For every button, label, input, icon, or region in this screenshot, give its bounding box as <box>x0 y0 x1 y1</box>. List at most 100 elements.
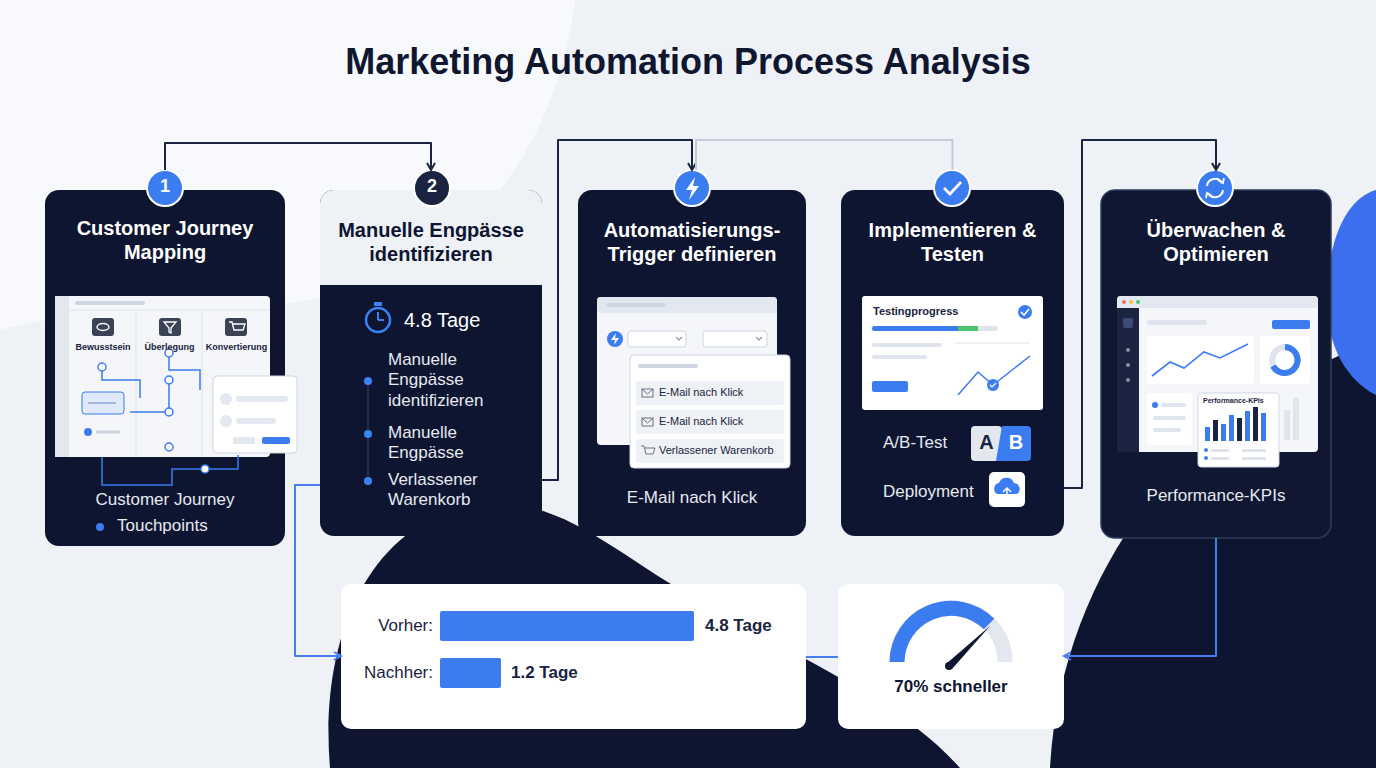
mockup-label: Performance-KPIs <box>1203 397 1275 405</box>
mockup-label: B <box>1001 430 1031 454</box>
card-title: Customer Journey Mapping <box>65 216 265 264</box>
drawing-part <box>872 381 908 392</box>
drawing-part <box>92 318 114 336</box>
drawing-part <box>220 393 232 405</box>
drawing-part <box>642 389 653 397</box>
drawing-part <box>1237 418 1242 441</box>
drawing-part <box>641 446 655 454</box>
drawing-part <box>1284 410 1290 440</box>
mockup-label: Verlassener Warenkorb <box>659 444 783 457</box>
card-title: Implementieren & Testen <box>851 218 1054 266</box>
drawing-part <box>1152 344 1248 376</box>
drawing-part <box>862 296 1043 410</box>
drawing-part <box>676 337 682 340</box>
mockup-label: Überlegung <box>137 342 202 353</box>
flow-connector <box>1064 140 1216 488</box>
drawing-part <box>636 381 784 405</box>
drawing-part <box>378 319 384 321</box>
drawing-part <box>165 443 173 451</box>
step-badge <box>674 170 710 206</box>
drawing-part <box>233 437 255 444</box>
drawing-part <box>1136 300 1140 304</box>
drawing-part <box>628 331 686 347</box>
drawing-part <box>996 426 1031 461</box>
drawing-part <box>165 376 173 384</box>
drawing-part <box>1152 402 1158 408</box>
drawing-part <box>1153 428 1181 432</box>
drawing-part <box>1126 348 1130 352</box>
mockup-label: Konvertierung <box>203 342 270 353</box>
drawing-part <box>82 392 124 414</box>
card-text: Vorher: <box>349 616 433 636</box>
card-bg <box>578 190 806 536</box>
step-badge <box>414 170 450 206</box>
drawing-part <box>1198 393 1279 467</box>
card-text: 1.2 Tage <box>511 663 611 683</box>
step-badge <box>934 170 970 206</box>
drawing-part <box>989 472 1025 507</box>
drawing-part <box>611 333 619 345</box>
drawing-part <box>642 389 653 394</box>
drawing-part <box>96 523 104 531</box>
flow-connector <box>806 656 838 658</box>
after-bar <box>440 658 501 688</box>
drawing-part <box>84 428 92 436</box>
drawing-part <box>1245 411 1250 441</box>
card-bg <box>45 190 285 546</box>
process-card: Manuelle Engpässe identifizieren 4.8 Tage… <box>320 170 542 536</box>
drawing-part <box>958 326 978 331</box>
drawing-part <box>364 430 372 438</box>
drawing-part <box>872 326 998 331</box>
drawing-part <box>638 364 698 368</box>
card-text: Nachher: <box>341 663 433 683</box>
flow-connector <box>165 143 431 170</box>
result-panel: 70% schneller <box>838 584 1064 729</box>
card-text: E-Mail nach Klick <box>578 488 806 508</box>
gauge-pivot <box>945 662 953 670</box>
drawing-part <box>1126 378 1130 382</box>
mockup-label: Bewusstsein <box>70 342 136 353</box>
drawing-part <box>607 331 623 347</box>
drawing-part <box>1272 320 1310 329</box>
mockup-label: Testingprogress <box>873 305 1013 318</box>
drawing-part <box>201 465 209 473</box>
card-bg <box>1101 190 1331 538</box>
drawing-part <box>75 301 145 305</box>
drawing-part <box>364 377 372 385</box>
drawing-part <box>1117 296 1318 308</box>
card-title: Manuelle Engpässe identifizieren <box>331 218 531 266</box>
drawing-part <box>1211 457 1229 460</box>
drawing-part <box>597 297 777 313</box>
card-text: 70% schneller <box>891 677 1011 697</box>
drawing-part <box>165 408 173 416</box>
card-text: Manuelle Engpässe <box>388 423 518 464</box>
gauge-fill <box>897 608 989 662</box>
result-panel: Vorher:4.8 TageNachher:1.2 Tage <box>341 584 806 729</box>
step-badge <box>147 170 183 206</box>
drawing-part <box>69 310 270 311</box>
before-bar <box>440 611 694 641</box>
drawing-part <box>364 477 372 485</box>
drawing-part <box>1161 403 1186 407</box>
drawing-part <box>636 439 784 463</box>
card-text: 4.8 Tage <box>404 308 534 332</box>
dashboard-mockup <box>1117 296 1318 467</box>
process-card: Automatisierungs-Trigger definierenE-Mai… <box>578 170 806 536</box>
drawing-part <box>262 437 290 444</box>
lightning-icon <box>686 177 699 200</box>
comparison-panel <box>341 584 806 729</box>
drawing-part <box>642 418 653 423</box>
card-bg <box>841 190 1064 536</box>
drawing-part <box>220 415 232 427</box>
mockup-label: E-Mail nach Klick <box>659 386 781 399</box>
drawing-part <box>1273 347 1298 373</box>
drawing-part <box>1253 407 1258 441</box>
drawing-part <box>1153 416 1186 420</box>
step-badge <box>1197 170 1233 206</box>
trigger-mockup <box>597 297 790 468</box>
drawing-part <box>606 303 666 307</box>
card-title: Automatisierungs-Trigger definieren <box>584 218 800 266</box>
drawing-part <box>97 324 109 331</box>
bottleneck-icons <box>364 302 390 485</box>
